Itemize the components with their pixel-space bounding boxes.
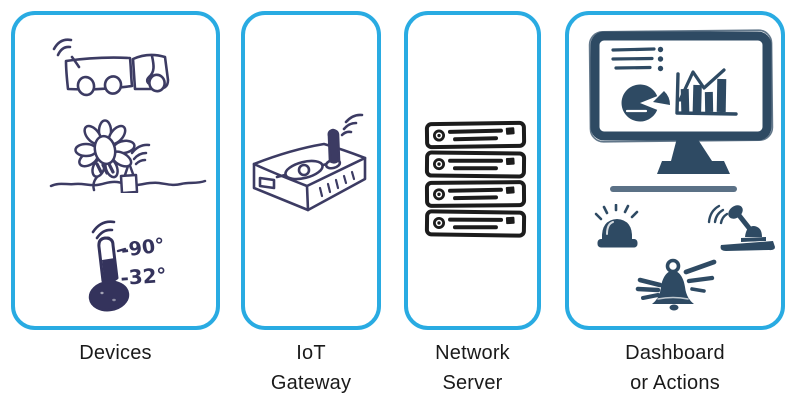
lever-switch-sketch-icon [707, 204, 775, 251]
truck-sketch-icon [52, 38, 170, 97]
panel-label-dashboard-or-actions: Dashboard or Actions [565, 338, 785, 398]
thermometer-sketch-icon: -90° -32° [88, 220, 168, 312]
thermometer-reading-high: -90° [120, 234, 166, 262]
siren-sketch-icon [594, 204, 639, 248]
panel-label-devices: Devices [11, 338, 220, 368]
panel-label-line1: Dashboard [625, 342, 725, 364]
panel-label-line2: or Actions [630, 372, 720, 394]
panel-label-iot-gateway: IoT Gateway [241, 338, 381, 398]
alert-bell-sketch-icon [635, 258, 717, 311]
thermometer-reading-low: -32° [120, 263, 168, 290]
panel-label-line2: Server [442, 372, 503, 394]
panel-label-line1: IoT [296, 342, 326, 364]
server-rack-sketch-icon [424, 120, 527, 238]
panel-label-line1: Devices [79, 342, 152, 364]
panel-label-line1: Network [435, 342, 510, 364]
flower-sensor-sketch-icon [49, 119, 207, 193]
divider-line [610, 186, 737, 192]
monitor-dashboard-sketch-icon [588, 29, 774, 174]
panel-label-network-server: Network Server [404, 338, 541, 398]
panel-label-line2: Gateway [270, 372, 352, 394]
panel-iot-gateway [241, 11, 381, 330]
gateway-sketch-icon [252, 113, 367, 212]
